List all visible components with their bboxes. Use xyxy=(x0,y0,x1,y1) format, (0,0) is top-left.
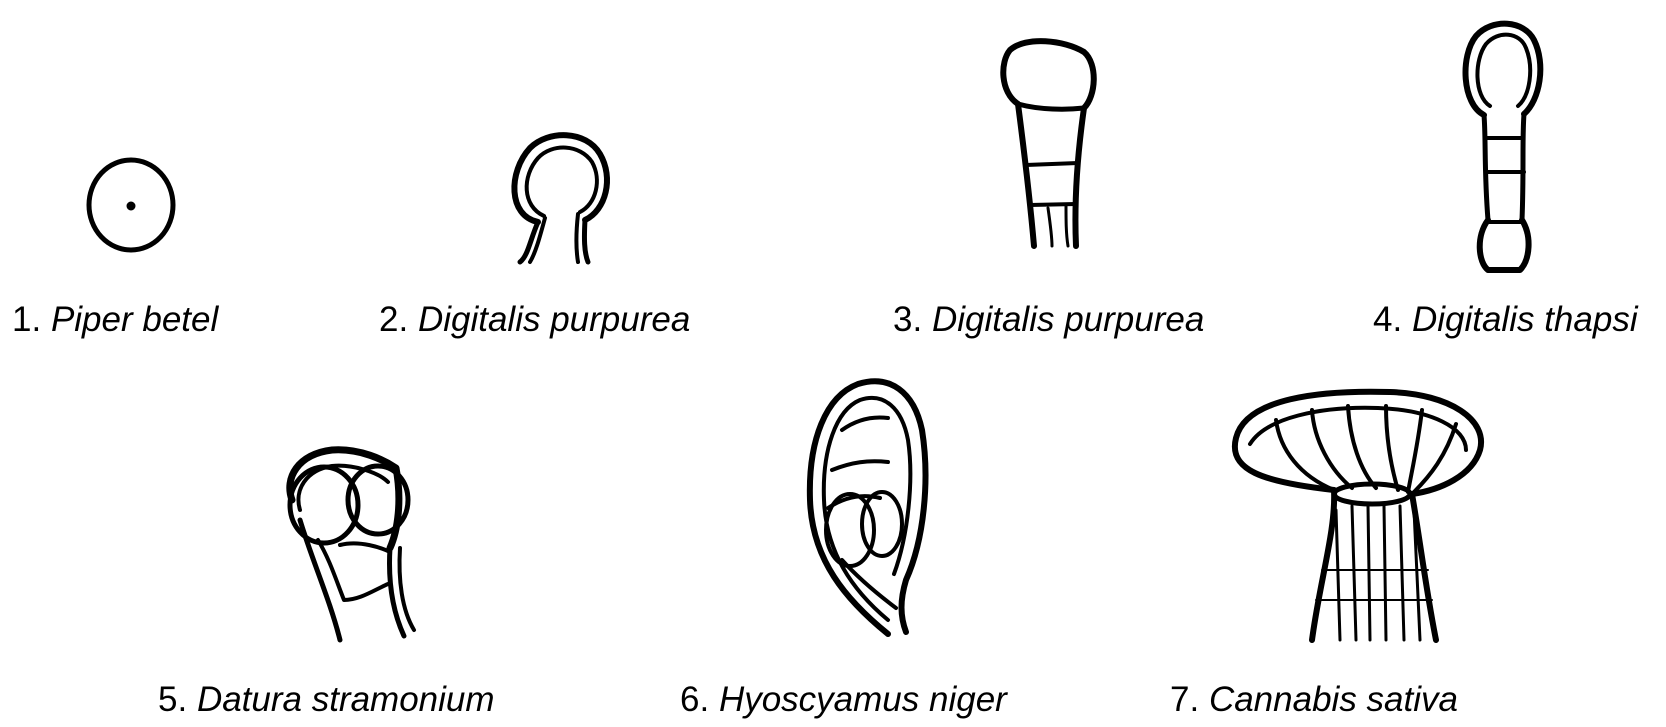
caption-3-species: Digitalis purpurea xyxy=(932,300,1204,339)
trichome-6-hyoscyamus-niger-drawing xyxy=(810,381,926,634)
caption-5-number: 5. xyxy=(158,680,187,719)
caption-7: 7. Cannabis sativa xyxy=(1170,680,1458,720)
caption-1: 1. Piper betel xyxy=(12,300,218,340)
trichome-3-digitalis-purpurea-drawing xyxy=(1003,41,1093,246)
caption-3-number: 3. xyxy=(893,300,922,339)
caption-5: 5. Datura stramonium xyxy=(158,680,495,720)
caption-4-number: 4. xyxy=(1373,300,1402,339)
caption-6-species: Hyoscyamus niger xyxy=(719,680,1007,719)
trichome-7-cannabis-sativa-drawing xyxy=(1235,392,1481,640)
caption-1-species: Piper betel xyxy=(51,300,218,339)
trichome-4-digitalis-thapsi-drawing xyxy=(1466,24,1541,270)
caption-2: 2. Digitalis purpurea xyxy=(379,300,690,340)
caption-6: 6. Hyoscyamus niger xyxy=(680,680,1007,720)
trichome-2-digitalis-purpurea-drawing xyxy=(514,135,607,262)
caption-1-number: 1. xyxy=(12,300,41,339)
caption-3: 3. Digitalis purpurea xyxy=(893,300,1204,340)
caption-2-number: 2. xyxy=(379,300,408,339)
caption-4: 4. Digitalis thapsi xyxy=(1373,300,1638,340)
trichome-5-datura-stramonium-drawing xyxy=(290,450,414,640)
caption-7-number: 7. xyxy=(1170,680,1199,719)
caption-2-species: Digitalis purpurea xyxy=(418,300,690,339)
trichome-1-piper-betel-drawing xyxy=(89,160,173,250)
caption-4-species: Digitalis thapsi xyxy=(1412,300,1638,339)
caption-5-species: Datura stramonium xyxy=(197,680,495,719)
caption-7-species: Cannabis sativa xyxy=(1209,680,1458,719)
caption-6-number: 6. xyxy=(680,680,709,719)
